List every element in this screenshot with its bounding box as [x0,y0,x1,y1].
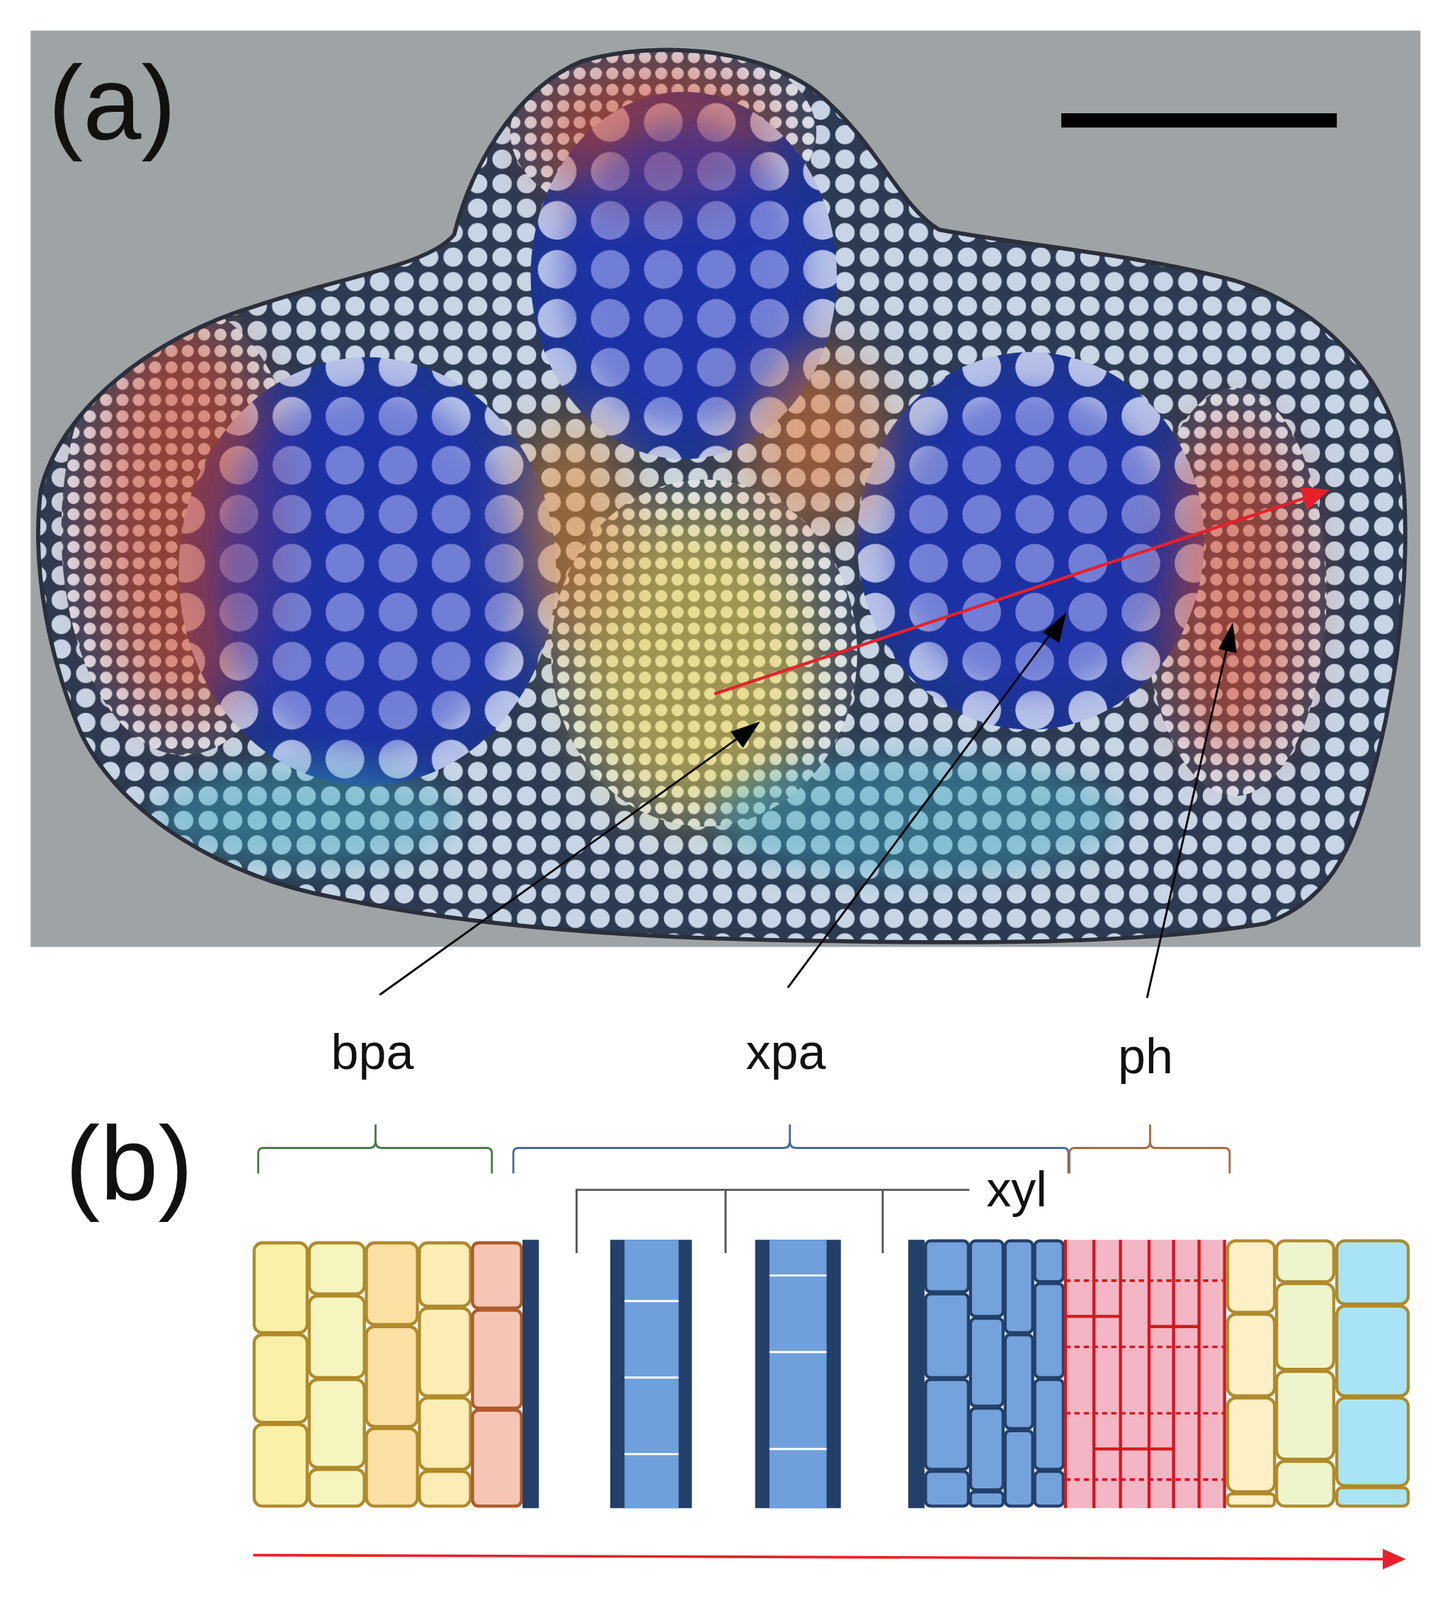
panel-label: (a) [48,50,177,156]
tissue-label: bpa [327,1025,419,1079]
tissue-label: ph [1113,1030,1178,1083]
panel-label: (b) [65,1111,194,1217]
tissue-label: xyl [981,1163,1052,1216]
tissue-label: xpa [741,1025,831,1079]
